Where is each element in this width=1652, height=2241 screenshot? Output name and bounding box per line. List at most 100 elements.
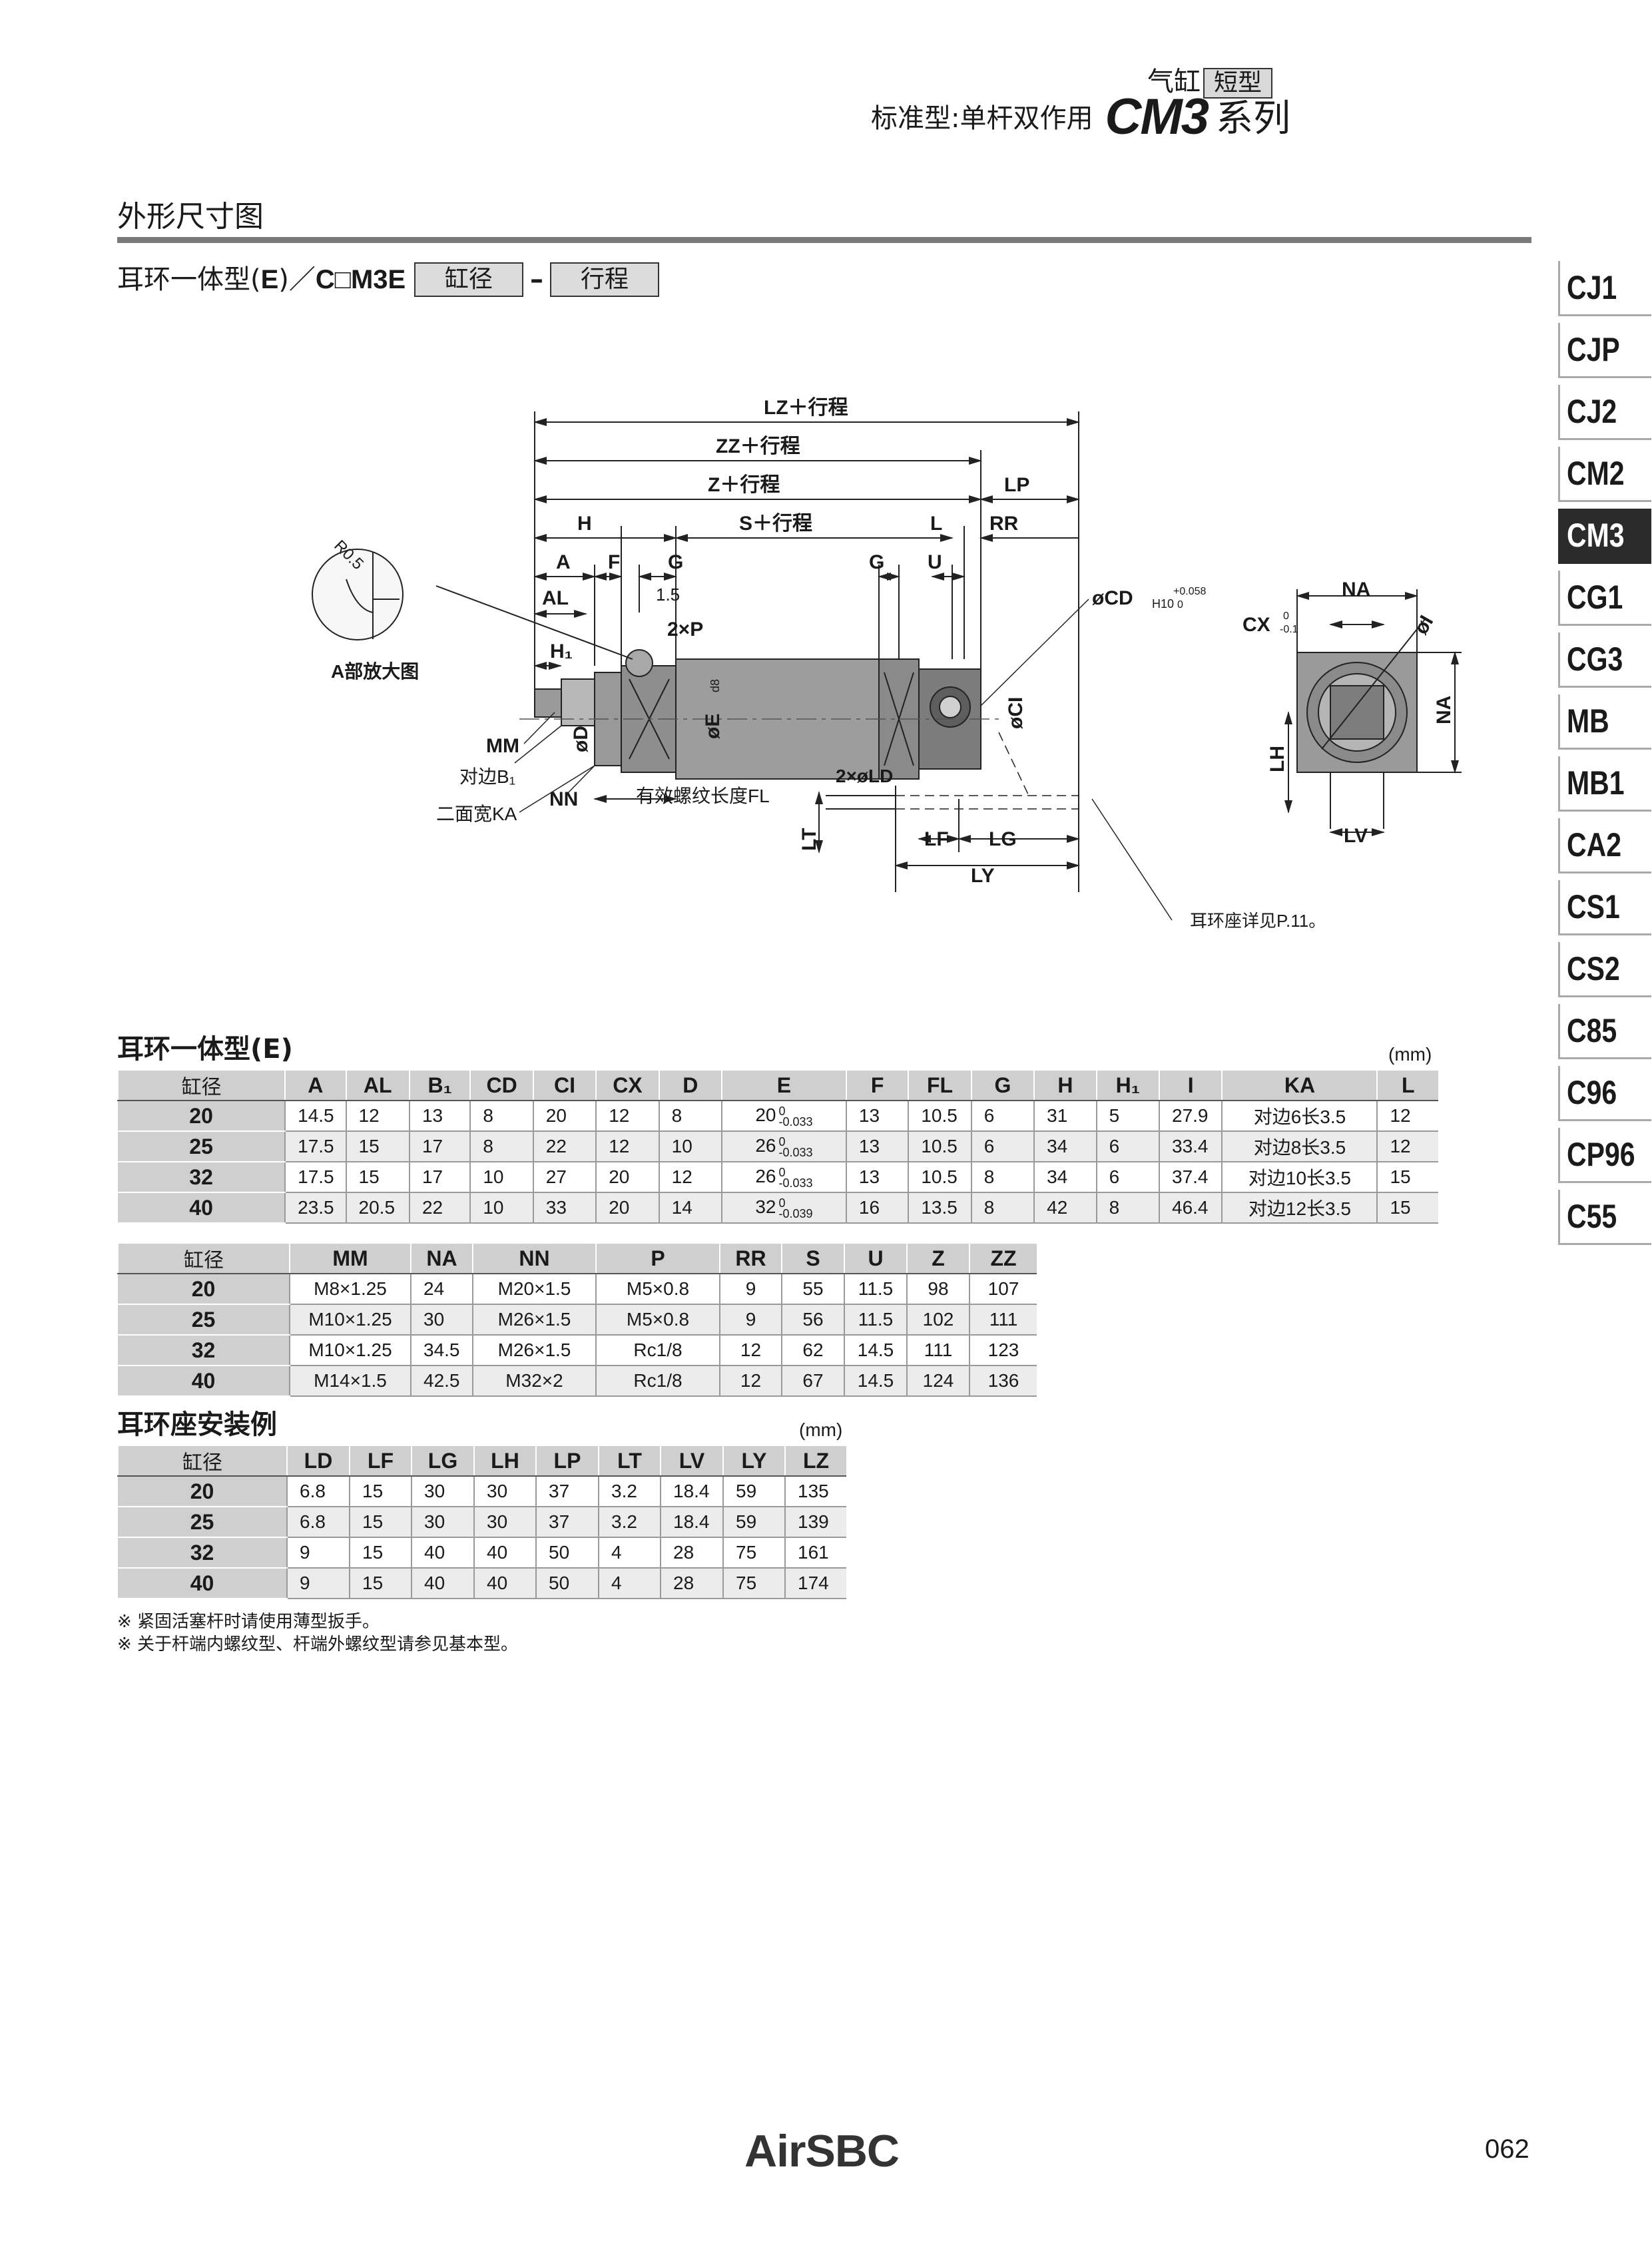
table-row: 32 M10×1.25 34.5 M26×1.5 Rc1/8 12 62 14.… — [118, 1335, 1037, 1366]
table2-header-rr: RR — [719, 1244, 782, 1274]
table2-cell-z: 98 — [906, 1274, 969, 1305]
table1-cell-bore: 40 — [118, 1192, 286, 1224]
table1-cell-f: 16 — [845, 1192, 909, 1224]
table1-cell-fl: 10.5 — [908, 1162, 971, 1193]
tab-c85[interactable]: C85 — [1558, 1004, 1651, 1059]
table3-cell-bore: 40 — [118, 1568, 287, 1599]
table1-cell-b1: 17 — [408, 1162, 471, 1193]
table1-e-tolerance: 0-0.033 — [778, 1104, 813, 1128]
tab-c96[interactable]: C96 — [1558, 1066, 1651, 1121]
header-type-label: 标准型:单杆双作用 — [871, 103, 1093, 134]
tab-mb[interactable]: MB — [1558, 694, 1651, 750]
table1-cell-al: 15 — [345, 1162, 410, 1193]
tab-cg3[interactable]: CG3 — [1558, 632, 1651, 688]
dim-nn: NN — [549, 788, 578, 810]
tab-cm3[interactable]: CM3 — [1558, 509, 1651, 564]
dim-ld: 2×øLD — [836, 766, 893, 786]
table2-cell-zz: 123 — [969, 1335, 1037, 1366]
table-row: 20 6.8 15 30 30 37 3.2 18.4 59 135 — [118, 1476, 846, 1507]
table1-cell-b1: 17 — [408, 1131, 471, 1162]
tab-cm2[interactable]: CM2 — [1558, 447, 1651, 502]
table1-cell-i: 37.4 — [1158, 1162, 1223, 1193]
table3-cell-lt: 4 — [598, 1537, 661, 1569]
tab-cp96[interactable]: CP96 — [1558, 1128, 1651, 1183]
table3-cell-lz: 139 — [784, 1507, 846, 1538]
tab-c55[interactable]: C55 — [1558, 1190, 1651, 1245]
table1-cell-al: 15 — [345, 1131, 410, 1162]
table-row: 40 9 15 40 40 50 4 28 75 174 — [118, 1568, 846, 1599]
dim-lf: LF — [924, 828, 949, 850]
table1-e-tol-lower: -0.033 — [778, 1176, 813, 1190]
table1-e-value: 20 — [755, 1105, 776, 1126]
dim-u: U — [928, 551, 942, 573]
dim-1-5: 1.5 — [656, 585, 680, 605]
table1-cell-a: 17.5 — [284, 1131, 346, 1162]
table1-cell-ci: 22 — [532, 1131, 597, 1162]
table2-cell-s: 67 — [781, 1366, 844, 1397]
table1-e-tol-upper: 0 — [778, 1104, 786, 1118]
table2-cell-p: M5×0.8 — [595, 1274, 720, 1305]
table2-header-mm: MM — [289, 1244, 411, 1274]
table1-cell-g: 8 — [970, 1162, 1035, 1193]
table3-cell-ly: 75 — [722, 1568, 785, 1599]
table1-cell-i: 27.9 — [1158, 1101, 1223, 1132]
table2-cell-nn: M26×1.5 — [472, 1335, 596, 1366]
tab-cs2[interactable]: CS2 — [1558, 942, 1651, 997]
table1-cell-a: 14.5 — [284, 1101, 346, 1132]
table1-cell-cd: 10 — [469, 1162, 533, 1193]
table2-header-zz: ZZ — [969, 1244, 1037, 1274]
table3-cell-lz: 174 — [784, 1568, 846, 1599]
table1-e-value: 32 — [755, 1196, 776, 1218]
dim-e: øE — [702, 714, 724, 739]
table1-cell-h: 34 — [1033, 1131, 1097, 1162]
tab-cj2[interactable]: CJ2 — [1558, 385, 1651, 440]
tab-cj1[interactable]: CJ1 — [1558, 261, 1651, 316]
dim-cd-tol-upper: +0.058 — [1173, 586, 1206, 597]
table3-cell-ld: 6.8 — [286, 1507, 350, 1538]
table1-cell-ka: 对边10长3.5 — [1221, 1162, 1378, 1193]
table2-cell-u: 14.5 — [844, 1366, 907, 1397]
table1-cell-f: 13 — [845, 1101, 909, 1132]
table1-header-b1: B₁ — [408, 1071, 471, 1101]
dim-2p: 2×P — [667, 619, 703, 640]
tab-ca2[interactable]: CA2 — [1558, 818, 1651, 873]
note-rod-end: ※ 关于杆端内螺纹型、杆端外螺纹型请参见基本型。 — [117, 1634, 519, 1654]
table3-cell-lt: 3.2 — [598, 1507, 661, 1538]
table3-cell-lv: 18.4 — [660, 1507, 723, 1538]
table2: 缸径 MM NA NN P RR S U Z ZZ 20 M8×1.25 24 … — [117, 1244, 1037, 1397]
table1-cell-f: 13 — [845, 1131, 909, 1162]
table2-cell-z: 124 — [906, 1366, 969, 1397]
tab-cs1[interactable]: CS1 — [1558, 880, 1651, 935]
section-rule — [117, 237, 1531, 243]
table3-cell-ly: 59 — [722, 1476, 785, 1507]
table2-cell-s: 55 — [781, 1274, 844, 1305]
table1-title: 耳环一体型(E) — [117, 1034, 293, 1065]
table3-cell-lp: 37 — [535, 1476, 599, 1507]
tab-mb1[interactable]: MB1 — [1558, 756, 1651, 812]
table2-cell-rr: 12 — [719, 1335, 782, 1366]
table3-cell-lg: 30 — [411, 1476, 474, 1507]
tab-cg1[interactable]: CG1 — [1558, 571, 1651, 626]
dim-h: H — [577, 513, 592, 535]
page-number: 062 — [1485, 2134, 1529, 2164]
tab-cjp[interactable]: CJP — [1558, 323, 1651, 378]
dim-fl: 有效螺纹长度FL — [636, 786, 770, 806]
table3-header-bore: 缸径 — [117, 1446, 287, 1477]
dim-lz: LZ＋行程 — [764, 397, 848, 419]
table1-e-value: 26 — [755, 1135, 776, 1156]
table1-cell-h: 34 — [1033, 1162, 1097, 1193]
table2-cell-zz: 107 — [969, 1274, 1037, 1305]
table1-header-cx: CX — [595, 1071, 659, 1101]
table1-e-tol-lower: -0.033 — [778, 1145, 813, 1159]
subtitle-prefix: 耳环一体型( — [117, 264, 261, 295]
table3-header-lv: LV — [660, 1446, 723, 1477]
dim-i: øI — [1410, 612, 1438, 638]
table1-cell-d: 12 — [658, 1162, 722, 1193]
dim-zz: ZZ＋行程 — [716, 435, 800, 457]
table2-cell-zz: 111 — [969, 1304, 1037, 1336]
